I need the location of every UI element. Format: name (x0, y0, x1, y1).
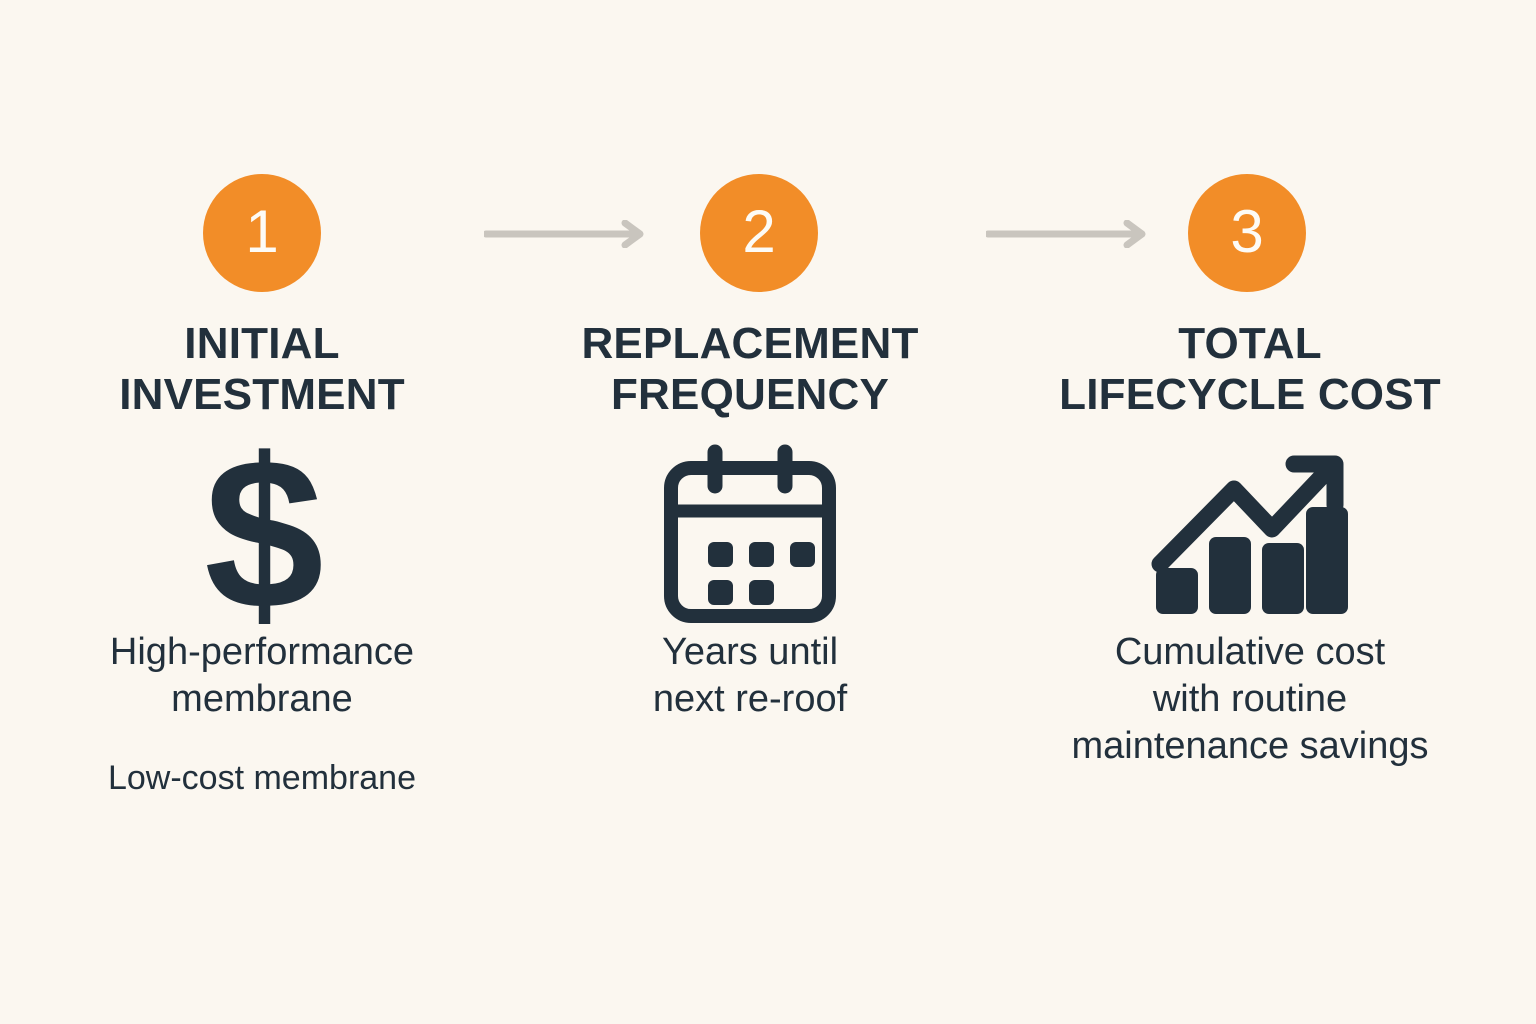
step-title-2: REPLACEMENT FREQUENCY (581, 319, 919, 420)
dollar-sign-icon: $ (42, 426, 482, 641)
calendar-icon (530, 439, 970, 629)
arrow-step2-to-step3-icon (986, 220, 1152, 248)
step-number-2: 2 (742, 198, 776, 265)
step-number-1: 1 (245, 198, 279, 265)
step-number-3: 3 (1230, 198, 1264, 265)
step-badge-1: 1 (203, 174, 321, 292)
step-body-secondary-1: Low-cost membrane (107, 759, 416, 798)
arrow-step1-to-step2-icon (484, 220, 650, 248)
step-body-primary-2: Years until next re-roof (652, 630, 848, 721)
step-title-1: INITIAL INVESTMENT (119, 319, 405, 420)
growth-bar-chart-icon (1022, 439, 1478, 629)
step-badge-row: 1 2 3 (0, 174, 1536, 294)
step-badge-2: 2 (700, 174, 818, 292)
step-body-primary-3: Cumulative cost with routine maintenance… (1071, 630, 1429, 768)
step-title-3: TOTAL LIFECYCLE COST (1059, 319, 1441, 420)
step-column-total-lifecycle-cost: TOTAL LIFECYCLE COST Cumulative cost wit… (1022, 318, 1478, 770)
step-badge-3: 3 (1188, 174, 1306, 292)
step-column-replacement-frequency: REPLACEMENT FREQUENCY (530, 318, 970, 723)
step-column-initial-investment: INITIAL INVESTMENT $ High-performance me… (42, 318, 482, 799)
dollar-sign-glyph: $ (204, 413, 324, 655)
step-body-primary-1: High-performance membrane (109, 630, 415, 721)
